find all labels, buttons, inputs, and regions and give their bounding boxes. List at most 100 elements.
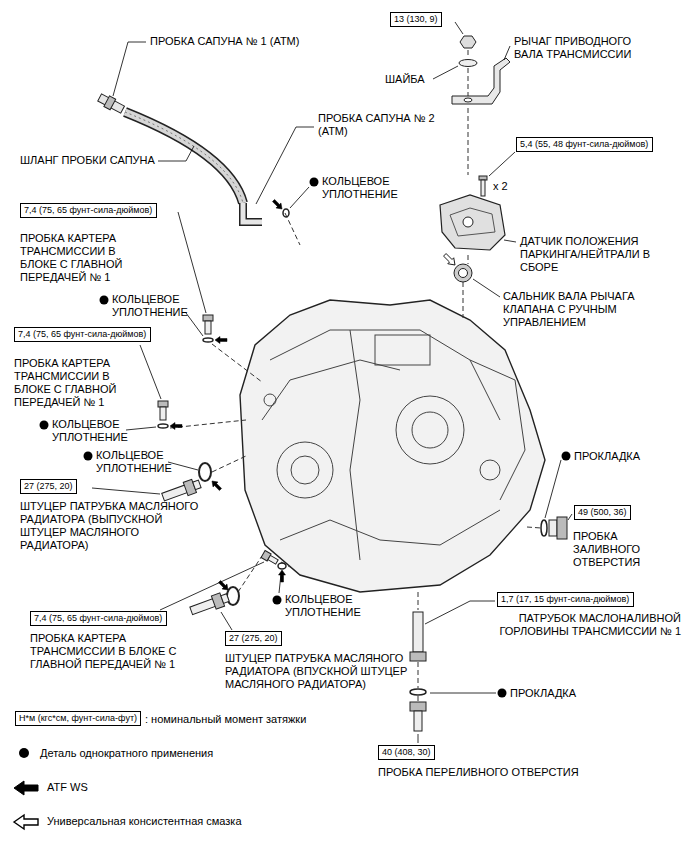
part-label: КОЛЬЦЕВОЕ УПЛОТНЕНИЕ [285, 593, 375, 619]
leader-line [504, 46, 510, 60]
assembly-line [212, 344, 262, 382]
part-label: РЫЧАГ ПРИВОДНОГО ВАЛА ТРАНСМИССИИ [514, 35, 644, 61]
torque-value: 13 (130, 9) [394, 14, 438, 25]
torque-value: 7,4 (75, 65 фунт-сила-дюймов) [34, 613, 163, 624]
part-label: САЛЬНИК ВАЛА РЫЧАГА КЛАПАНА С РУЧНЫМ УПР… [503, 290, 655, 329]
plug [261, 551, 279, 566]
breather-plug [104, 96, 116, 110]
leader-line [489, 152, 515, 176]
plug [268, 555, 278, 564]
control-lever [452, 58, 510, 104]
legend-text: Деталь однократного применения [40, 747, 213, 760]
part-label: КОЛЬЦЕВОЕ УПЛОТНЕНИЕ [52, 418, 132, 444]
part-label: ШЛАНГ ПРОБКИ САПУНА [20, 154, 160, 167]
atf-arrow [279, 570, 286, 582]
housing-detail [264, 394, 276, 406]
legend-text: : номинальный момент затяжки [145, 713, 306, 726]
oil-seal [459, 269, 468, 278]
legend-dot [19, 748, 29, 758]
breather-plug [97, 92, 126, 115]
single-use-dot [310, 178, 319, 187]
legend-text: Универсальная консистентная смазка [47, 815, 242, 828]
housing-detail [280, 510, 500, 545]
part-label: ПРОКЛАДКА [574, 450, 659, 463]
part-label: ПРОБКА ЗАЛИВНОГО ОТВЕРСТИЯ [573, 530, 658, 569]
o-ring [227, 587, 239, 605]
plug [203, 315, 213, 321]
filler-tube [410, 652, 426, 661]
atf-arrow [210, 479, 223, 492]
torque-value: 7,4 (75, 65 фунт-сила-дюймов) [24, 205, 153, 216]
leader-line [221, 612, 232, 630]
filler-plug [549, 520, 557, 536]
gasket [541, 520, 547, 536]
legend-atf-arrow [14, 781, 38, 795]
leader-line [545, 460, 561, 518]
part-label: ШТУЦЕР ПАТРУБКА МАСЛЯНОГО РАДИАТОРА (ВПУ… [225, 652, 411, 691]
park-neutral-sensor [440, 195, 505, 250]
single-use-dot [84, 452, 93, 461]
torque-box: 7,4 (75, 65 фунт-сила-дюймов) [14, 327, 151, 342]
torque-box: 13 (130, 9) [390, 12, 442, 27]
leader-line [160, 562, 264, 610]
part-label: ПРОБКА КАРТЕРА ТРАНСМИССИИ В БЛОКЕ С ГЛА… [30, 632, 190, 671]
washer [459, 60, 477, 67]
part-label: ПРОБКА ПЕРЕЛИВНОГО ОТВЕРСТИЯ [378, 766, 588, 779]
transmission-housing [240, 300, 545, 592]
leader-line [455, 22, 463, 34]
housing-detail [291, 456, 319, 484]
torque-value: 1,7 (17, 15 фунт-сила-дюймов) [501, 594, 630, 605]
park-neutral-sensor [450, 208, 495, 236]
part-label: ШТУЦЕР ПАТРУБКА МАСЛЯНОГО РАДИАТОРА (ВЫП… [20, 500, 208, 552]
park-neutral-sensor [463, 217, 473, 227]
nut [460, 36, 476, 48]
housing-detail [262, 360, 400, 420]
o-ring [283, 209, 289, 217]
bolt [481, 180, 485, 196]
torque-value: 40 (408, 30) [382, 747, 431, 758]
assembly-line [527, 527, 541, 528]
atf-arrow [215, 337, 227, 344]
part-label: КОЛЬЦЕВОЕ УПЛОТНЕНИЕ [112, 293, 192, 319]
leader-line [178, 212, 206, 313]
housing-detail [262, 330, 525, 560]
outlet-union [161, 477, 202, 503]
leader-line [418, 734, 419, 743]
part-label: ПРОБКА САПУНА № 2 (АТМ) [318, 112, 448, 138]
part-label: ПРОБКА КАРТЕРА ТРАНСМИССИИ В БЛОКЕ С ГЛА… [14, 357, 136, 409]
grease-arrow [442, 252, 458, 268]
part-label: ШАЙБА [385, 73, 431, 86]
outlet-union [193, 480, 201, 490]
part-label: ПАТРУБОК МАСЛОНАЛИВНОЙ ГОРЛОВИНЫ ТРАНСМИ… [476, 612, 681, 638]
leader-line [433, 66, 458, 79]
leader-line [425, 601, 495, 624]
part-label: x 2 [493, 180, 523, 193]
single-use-dot [498, 689, 507, 698]
leader-line [140, 345, 161, 399]
plug [158, 401, 168, 407]
overflow-plug [410, 702, 426, 711]
o-ring [158, 424, 168, 428]
housing-detail [470, 360, 525, 500]
part-label: ПРОБКА КАРТЕРА ТРАНСМИССИИ В БЛОКЕ С ГЛА… [20, 232, 142, 284]
part-label: КОЛЬЦЕВОЕ УПЛОТНЕНИЕ [96, 449, 176, 475]
bolt [479, 176, 487, 180]
legend-torque-box: Н*м (кгс*см, фунт-сила-фут) [15, 711, 141, 726]
assembly-line [238, 556, 262, 592]
housing-detail [350, 330, 360, 560]
leader-line [473, 279, 500, 297]
breather-plug [243, 203, 262, 222]
leader-line [430, 693, 496, 694]
leader-line [126, 427, 156, 430]
single-use-dot [40, 421, 49, 430]
breather-plug [243, 203, 262, 222]
torque-box: 1,7 (17, 15 фунт-сила-дюймов) [497, 592, 634, 607]
breather-plug [98, 94, 125, 113]
inlet-union [221, 594, 229, 604]
leader-line [290, 187, 309, 208]
part-label: ПРОБКА САПУНА № 1 (АТМ) [150, 35, 325, 48]
single-use-dot [273, 596, 282, 605]
leader-line [568, 514, 572, 520]
torque-value: 49 (500, 36) [578, 507, 627, 518]
